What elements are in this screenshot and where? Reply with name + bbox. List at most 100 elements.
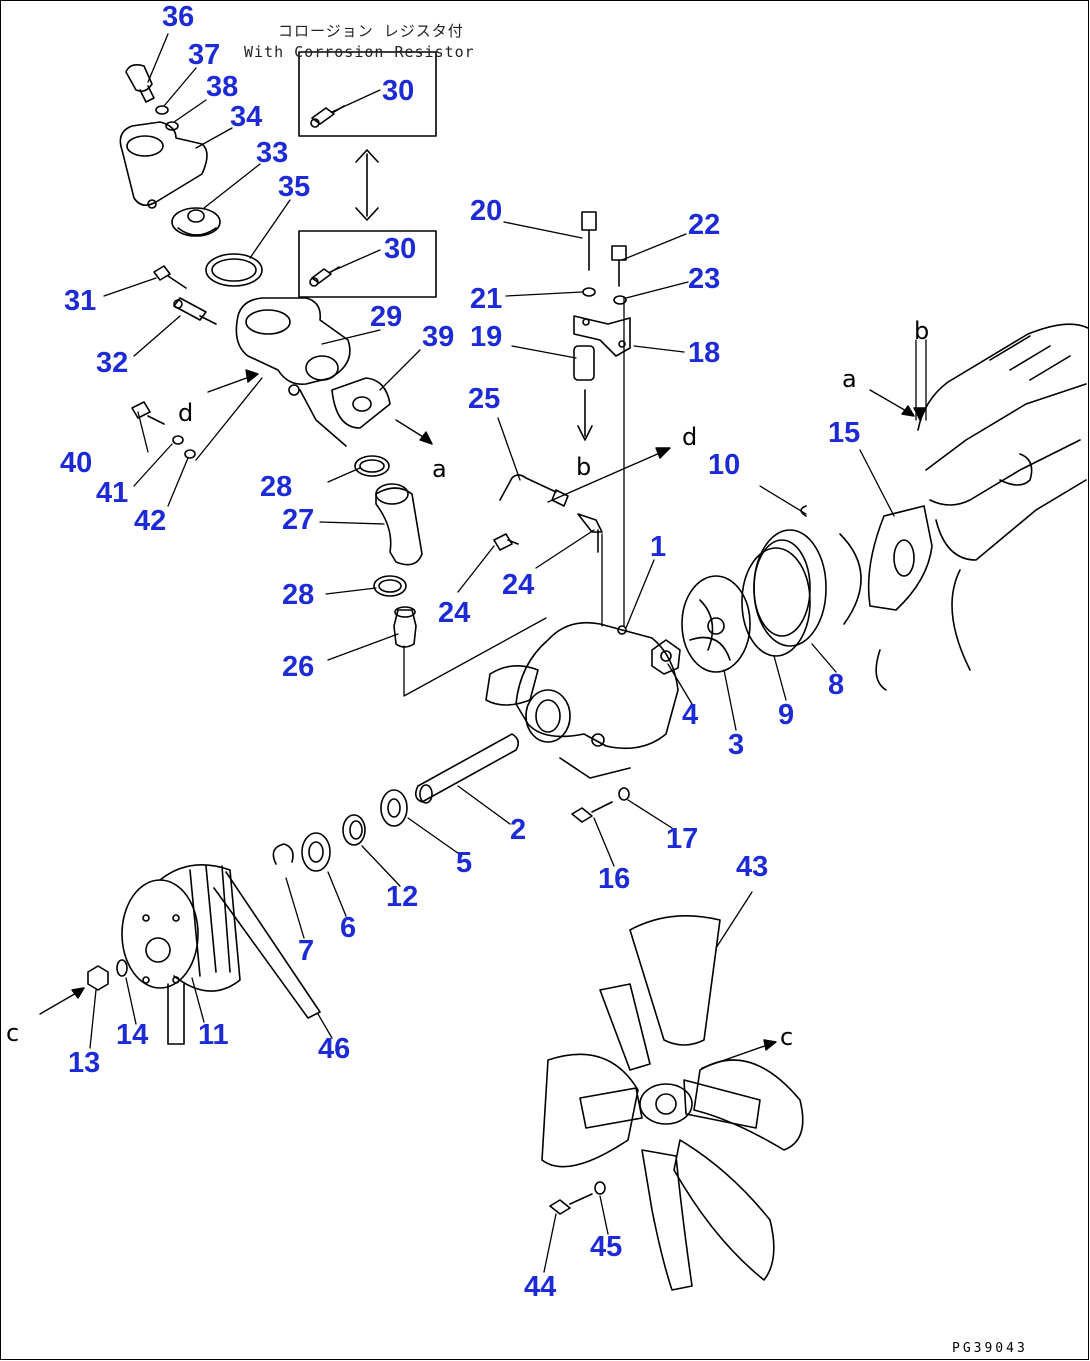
part-28-clamp-lower [373,575,407,597]
label-part-31: 31 [64,285,97,317]
label-part-12: 12 [386,881,419,913]
label-part-35: 35 [278,171,311,203]
note-english: With Corrosion Resistor [244,43,475,61]
part-46-belt [167,871,321,1045]
part-40-bolt [131,401,165,425]
label-part-17: 17 [666,823,699,855]
label-part-8: 8 [828,669,845,701]
label-part-34: 34 [230,101,263,133]
callout-d-left: d [178,399,194,427]
label-part-5: 5 [456,847,473,879]
label-part-16: 16 [598,863,631,895]
label-part-20: 20 [470,195,503,227]
label-part-30-bottom: 30 [384,233,417,265]
label-part-7: 7 [298,935,315,967]
part-35-gasket [205,253,263,287]
part-33-thermostat [171,207,221,237]
part-15-gasket [867,505,933,611]
part-9-ring [741,547,811,657]
callout-b-right: b [914,317,930,345]
label-part-23: 23 [688,263,721,295]
label-part-37: 37 [188,39,221,71]
inset-box-top [298,51,437,137]
part-16-bolt [571,801,613,823]
label-part-26: 26 [282,651,315,683]
label-part-13: 13 [68,1047,101,1079]
callout-d-right: d [682,423,698,451]
label-part-25: 25 [468,383,501,415]
label-part-1: 1 [650,531,667,563]
label-part-40: 40 [60,447,93,479]
part-45-washer [594,1181,606,1195]
part-29-housing [235,297,351,447]
label-part-32: 32 [96,347,129,379]
label-part-42: 42 [134,505,167,537]
label-part-24-right: 24 [502,569,535,601]
label-part-30-top: 30 [382,75,415,107]
callout-a-left: a [432,455,447,483]
part-36-plug [125,64,155,103]
part-3-impeller [681,575,751,673]
label-part-3: 3 [728,729,745,761]
part-23-washer [613,295,627,305]
part-44-bolt [549,1193,593,1215]
part-37-washer [155,105,169,115]
inset-box-bottom [298,230,437,298]
part-1-pump-body [485,621,679,779]
label-part-2: 2 [510,814,527,846]
label-part-29: 29 [370,301,403,333]
connection-lines [195,297,927,697]
label-part-21: 21 [470,283,503,315]
label-part-14: 14 [116,1019,149,1051]
label-part-28-upper: 28 [260,471,293,503]
label-part-19: 19 [470,321,503,353]
part-5-bearing [380,789,408,827]
callout-a-right: a [842,365,857,393]
label-part-9: 9 [778,699,795,731]
label-part-10: 10 [708,449,741,481]
label-part-33: 33 [256,137,289,169]
part-43-fan [541,915,804,1291]
part-41-washer [172,435,184,445]
label-part-43: 43 [736,851,769,883]
part-8-cover [753,529,827,647]
note-japanese: コロージョン レジスタ付 [278,22,464,40]
callout-arrows [39,369,927,1069]
label-part-46: 46 [318,1033,351,1065]
label-part-28-lower: 28 [282,579,315,611]
part-21-washer [582,287,596,297]
part-25-pipe [499,474,569,507]
part-18-bracket [573,315,631,357]
label-part-45: 45 [590,1231,623,1263]
callout-b-center: b [576,453,592,481]
part-20-bolt [581,211,597,271]
label-part-24-left: 24 [438,597,471,629]
double-arrow [355,149,379,221]
part-24-fitting-left [493,533,519,551]
label-part-38: 38 [206,71,239,103]
label-part-27: 27 [282,504,315,536]
part-13-nut [87,965,109,991]
part-28-clamp-upper [354,455,390,477]
part-6-bearing [301,832,331,872]
drawing-code: PG39043 [952,1341,1028,1356]
label-part-39: 39 [422,321,455,353]
part-39-gasket [331,377,391,429]
part-31-bolt [153,265,187,289]
label-part-18: 18 [688,337,721,369]
part-12-spacer [342,814,366,846]
part-34-cover [119,121,208,209]
part-7-snap-ring [272,843,294,865]
label-part-6: 6 [340,912,357,944]
label-part-44: 44 [524,1271,557,1303]
part-27-hose [375,483,423,566]
label-part-41: 41 [96,477,129,509]
leader-lines [89,33,895,1273]
engine-block-outline [875,323,1089,691]
callout-c-left: c [6,1019,20,1047]
part-4-seal [651,639,681,675]
part-32-sensor [173,297,217,325]
label-part-4: 4 [682,699,699,731]
